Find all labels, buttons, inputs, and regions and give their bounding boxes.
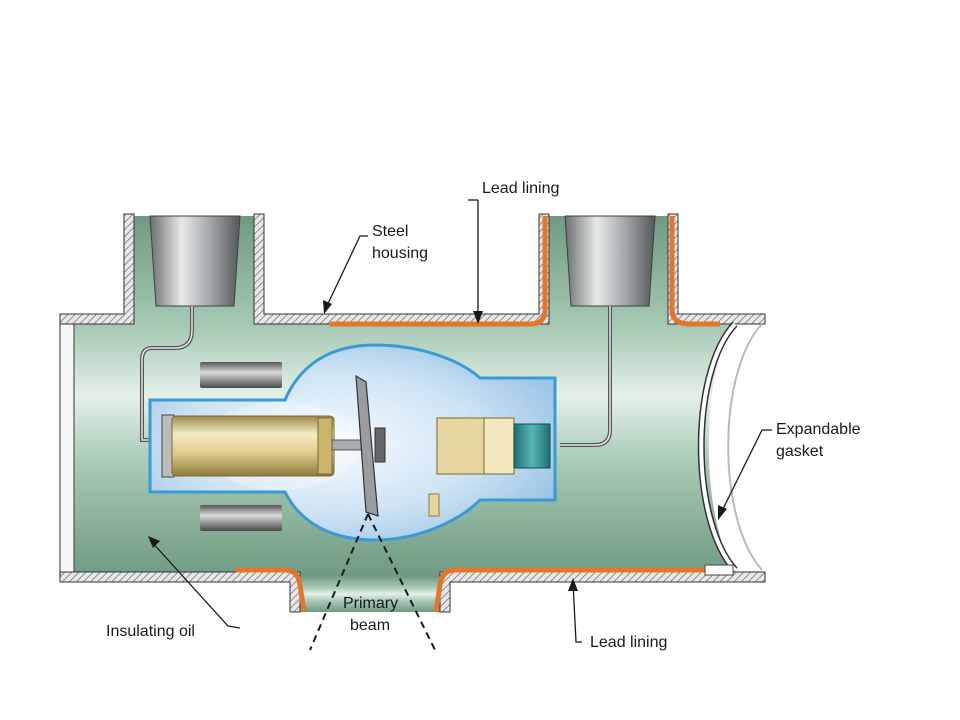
cathode-assembly [428,417,551,517]
label-primary-beam-2: beam [350,617,390,634]
stator-block-top [200,362,282,388]
expandable-gasket [697,321,763,576]
cable-socket-left [149,215,241,307]
primary-beam [309,513,436,651]
label-expandable-gasket-1: Expandable [776,421,861,438]
rotor-cylinder [161,414,363,478]
label-steel-housing-2: housing [372,245,428,262]
label-insulating-oil: Insulating oil [106,623,195,640]
lead-lining [236,216,720,613]
steel-housing [59,213,766,613]
rotating-anode-disk [355,374,386,517]
label-primary-beam-1: Primary [343,595,398,612]
label-expandable-gasket-2: gasket [776,443,824,460]
cable-socket-right [564,215,656,307]
stator-block-bottom [200,505,282,531]
label-lead-lining-bottom: Lead lining [590,634,667,651]
label-steel-housing-1: Steel [372,223,408,240]
label-lead-lining-top: Lead lining [482,180,559,197]
leader-lines [149,199,772,643]
